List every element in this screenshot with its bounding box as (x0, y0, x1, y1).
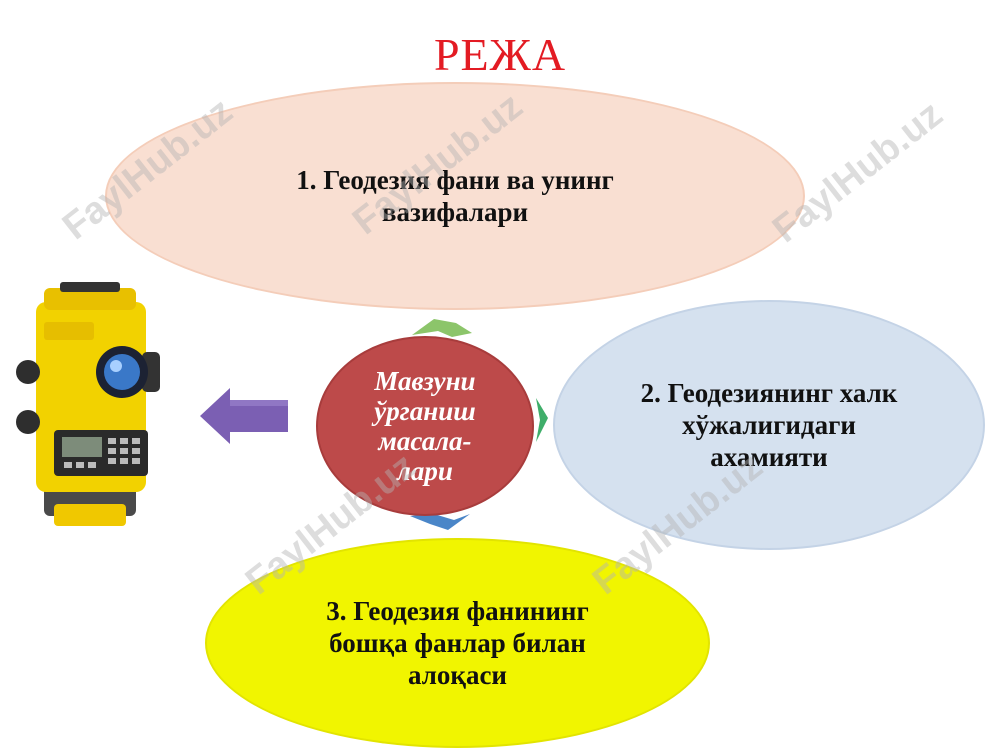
center-topic-text: Мавзуни ўрганиш масала- лари (374, 366, 476, 486)
topic-2-ellipse: 2. Геодезиянинг халк хўжалигидаги ахамия… (553, 300, 985, 550)
right-arrow-icon (536, 398, 548, 442)
topic-1-ellipse: 1. Геодезия фани ва унинг вазифалари (105, 82, 805, 310)
topic-3-ellipse: 3. Геодезия фанининг бошқа фанлар билан … (205, 538, 710, 748)
topic-3-text: 3. Геодезия фанининг бошқа фанлар билан … (326, 596, 589, 690)
topic-2-text: 2. Геодезиянинг халк хўжалигидаги ахамия… (640, 378, 898, 472)
down-arrow-icon (410, 514, 470, 530)
center-topic-circle: Мавзуни ўрганиш масала- лари (316, 336, 534, 516)
slide-title: РЕЖА (433, 29, 567, 80)
up-arrow-icon (412, 319, 472, 337)
topic-1-text: 1. Геодезия фани ва унинг вазифалари (296, 165, 614, 227)
left-arrow-icon (200, 388, 288, 444)
total-station-image (16, 282, 160, 526)
